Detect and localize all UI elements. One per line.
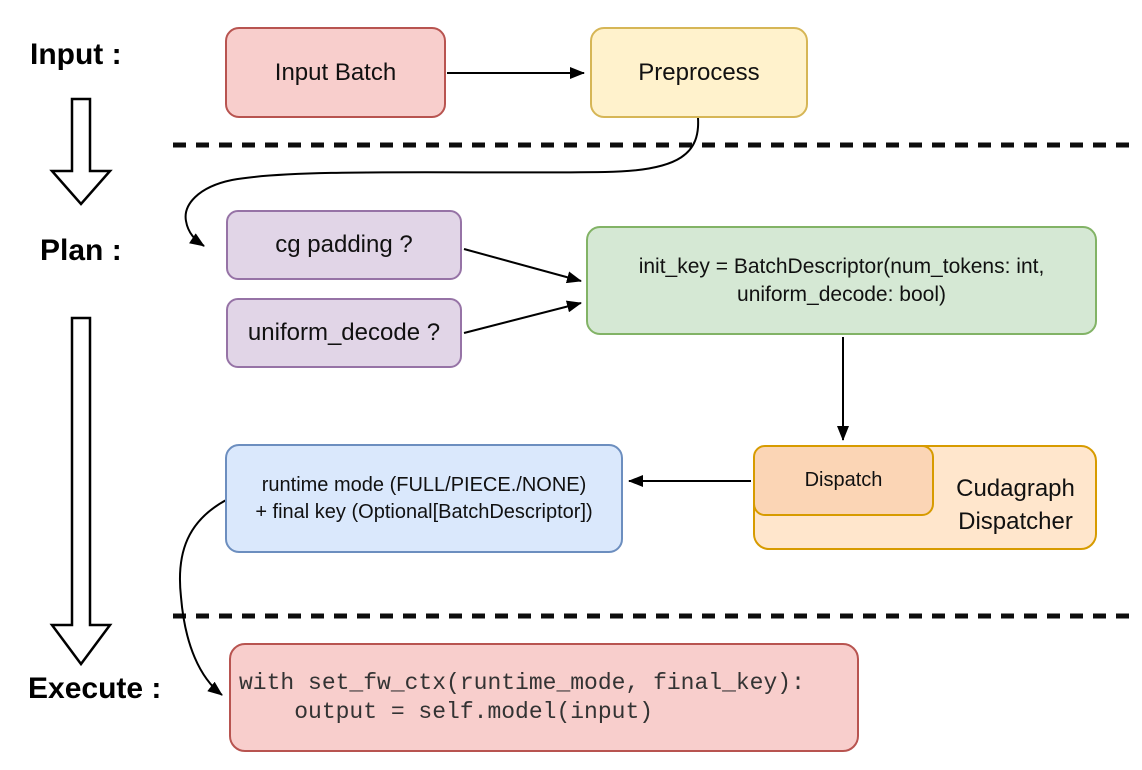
execute-code-line2: output = self.model(input) — [239, 698, 654, 725]
node-preprocess-label: Preprocess — [638, 58, 760, 86]
node-runtime-mode-line2: + final key (Optional[BatchDescriptor]) — [255, 500, 593, 523]
connector-cg-padding-to-init-key — [463, 248, 582, 284]
down-arrow-icon-plan-stage — [49, 316, 113, 667]
node-cg-padding: cg padding ? — [226, 210, 462, 280]
cudagraph-dispatcher-line1: Cudagraph — [956, 475, 1075, 502]
node-execute-code: with set_fw_ctx(runtime_mode, final_key)… — [229, 643, 859, 752]
node-uniform-decode-label: uniform_decode ? — [247, 319, 441, 347]
node-runtime-mode: runtime mode (FULL/PIECE./NONE) + final … — [225, 444, 623, 553]
node-uniform-decode: uniform_decode ? — [226, 298, 462, 368]
node-dispatch-label: Dispatch — [804, 469, 883, 492]
node-cudagraph-dispatcher-label: Cudagraph Dispatcher — [934, 460, 1097, 550]
connector-uniform-decode-to-init-key — [463, 300, 582, 334]
stage-label-plan: Plan : — [40, 234, 122, 267]
node-input-batch: Input Batch — [225, 27, 446, 118]
cudagraph-dispatcher-line2: Dispatcher — [958, 508, 1073, 535]
connector-runtime-mode-to-execute-code — [178, 498, 229, 696]
node-preprocess: Preprocess — [590, 27, 808, 118]
down-arrow-icon-input-stage — [49, 97, 113, 206]
node-runtime-mode-line1: runtime mode (FULL/PIECE./NONE) — [261, 474, 587, 497]
node-init-key: init_key = BatchDescriptor(num_tokens: i… — [586, 226, 1097, 335]
stage-label-execute: Execute : — [28, 672, 162, 705]
node-dispatch: Dispatch — [753, 445, 934, 516]
node-init-key-line2: uniform_decode: bool) — [737, 282, 946, 306]
node-init-key-line1: init_key = BatchDescriptor(num_tokens: i… — [638, 254, 1045, 278]
execute-code-line1: with set_fw_ctx(runtime_mode, final_key)… — [239, 670, 805, 697]
node-input-batch-label: Input Batch — [274, 58, 397, 86]
stage-label-input: Input : — [30, 38, 122, 71]
node-cg-padding-label: cg padding ? — [275, 231, 413, 259]
